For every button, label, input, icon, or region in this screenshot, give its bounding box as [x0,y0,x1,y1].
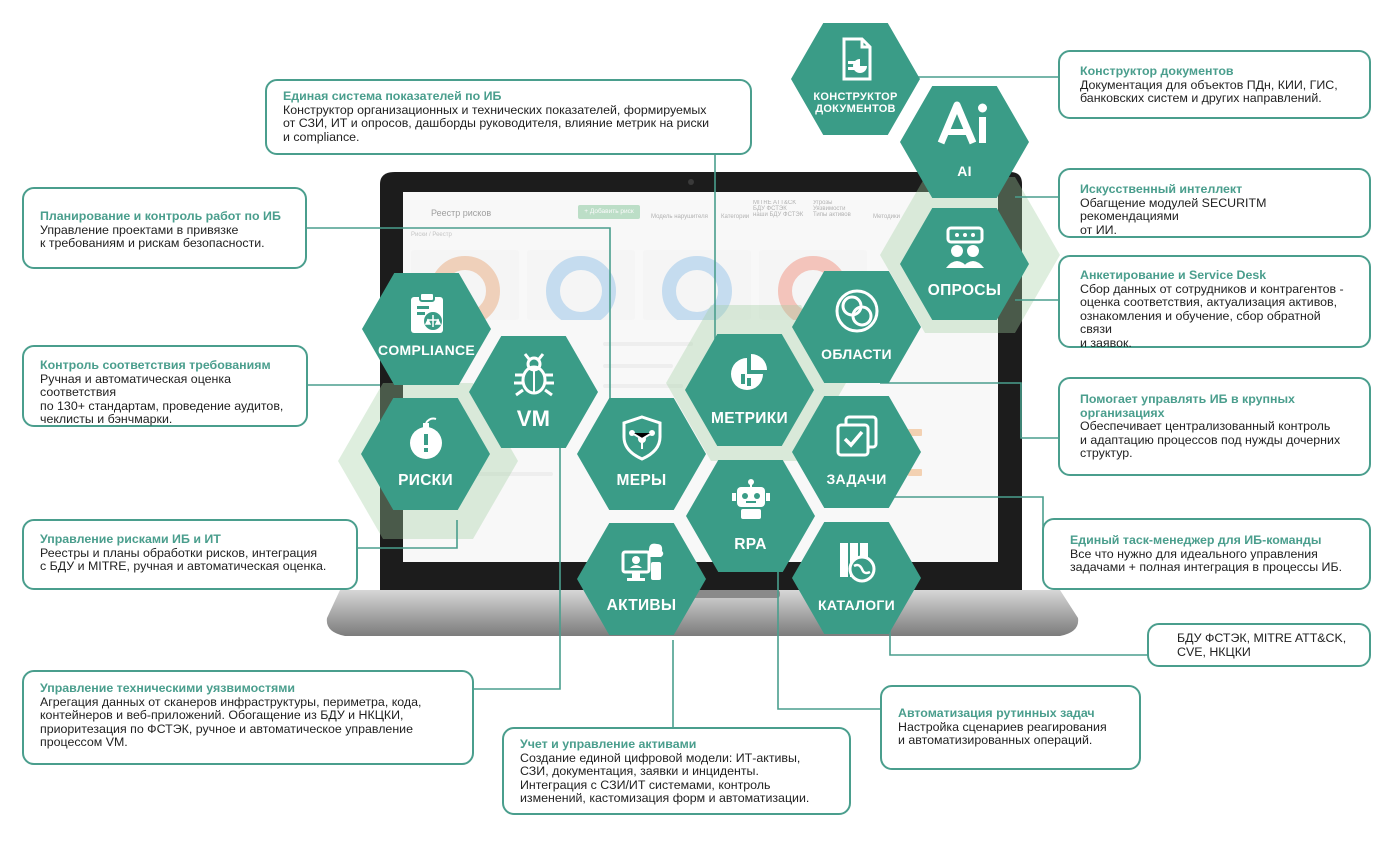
callout-title: Управление рисками ИБ и ИТ [40,532,221,546]
callout-title: Контроль соответствия требованиям [40,358,271,372]
add-risk-button[interactable]: + Добавить риск [578,205,640,219]
callout-title: Учет и управление активами [520,737,697,751]
callout-title: Единый таск-менеджер для ИБ-команды [1070,533,1322,547]
hex-label: КАТАЛОГИ [817,597,896,613]
callout-text: Сбор данных от сотрудников и контрагенто… [1080,281,1344,350]
callout-text: Документация для объектов ПДн, КИИ, ГИС,… [1080,77,1338,106]
screen-row [443,472,553,476]
screen-tab[interactable]: Угрозы Уязвимости Типы активов [813,200,851,218]
callout-docs: Конструктор документов Документация для … [1058,50,1371,119]
callout-title: Единая система показателей по ИБ [283,89,502,103]
screen-tab[interactable]: Категории [721,214,750,220]
callout-text: Конструктор организационных и технически… [283,102,709,144]
callout-text: Ручная и автоматическая оценка соответст… [40,371,284,427]
callout-task-manager: Единый таск-менеджер для ИБ-команды Все … [1042,518,1371,590]
callout-title: Анкетирование и Service Desk [1080,268,1267,282]
hex-label: МЕТРИКИ [711,410,788,427]
callout-assets-mgmt: Учет и управление активами Создание един… [502,727,851,815]
breadcrumb: Риски / Реестр [411,232,452,238]
callout-title: Искусственный интеллект [1080,182,1243,196]
screen-row [603,342,693,346]
clipboard-scales-icon [362,291,491,335]
chat-people-icon [900,226,1029,270]
hex-label: МЕРЫ [616,472,667,489]
ai-logo-icon [900,101,1029,146]
hex-label: AI [957,163,972,179]
hex-label: ОПРОСЫ [927,282,1002,299]
hex-label: КОНСТРУКТОР ДОКУМЕНТОВ [813,91,898,115]
screen-tag [908,469,922,476]
bug-icon [469,353,598,398]
document-chart-icon [791,37,920,81]
screen-tab[interactable]: MITRE ATT&CK БДУ ФСТЭК наши БДУ ФСТЭК [753,200,804,218]
hex-label: ЗАДАЧИ [826,471,887,487]
shield-network-icon [577,415,706,461]
callout-text: Настройка сценариев реагирования и автом… [898,719,1107,748]
screen-tab[interactable]: Модель нарушителя [651,214,708,220]
callout-text: Управление проектами в привязке к требов… [40,222,265,251]
callout-title: Помогает управлять ИБ в крупных организа… [1080,392,1295,420]
callout-metrics-system: Единая система показателей по ИБ Констру… [265,79,752,155]
callout-title: Автоматизация рутинных задач [898,706,1095,720]
checkbox-icon [792,414,921,458]
hex-label: RPA [734,536,767,553]
callout-text: Обагщение модулей SECURITM рекомендациям… [1080,195,1267,237]
bomb-icon [361,416,490,460]
callout-surveys-desk: Анкетирование и Service Desk Сбор данных… [1058,255,1371,350]
screen-row [603,384,683,388]
hex-label: АКТИВЫ [606,597,677,614]
callout-text: Обеспечивает централизованный контроль и… [1080,419,1341,461]
callout-title: Планирование и контроль работ по ИБ [40,209,281,223]
overlapping-circles-icon [792,289,921,333]
hex-catalogs[interactable]: КАТАЛОГИ [792,522,921,634]
callout-risk-mgmt: Управление рисками ИБ и ИТ Реестры и пла… [22,519,358,590]
screen-tab[interactable]: Методики [873,214,900,220]
screen-tag [908,429,922,436]
callout-large-orgs: Помогает управлять ИБ в крупных организа… [1058,377,1371,476]
callout-text: Создание единой цифровой модели: ИТ-акти… [520,750,810,806]
book-globe-icon [792,540,921,584]
screen-chart [527,250,635,320]
callout-title: Конструктор документов [1080,64,1234,78]
hex-label: COMPLIANCE [377,342,476,358]
screen-title: Реестр рисков [431,208,492,218]
hex-label: ОБЛАСТИ [821,346,892,362]
callout-title: Управление техническими уязвимостями [40,681,296,695]
callout-text: Агрегация данных от сканеров инфраструкт… [40,694,422,750]
callout-vuln-mgmt: Управление техническими уязвимостями Агр… [22,670,474,765]
screen-chart [643,250,751,320]
callout-text: Все что нужно для идеального управления … [1070,546,1343,575]
pie-bar-chart-icon [685,352,814,396]
callout-compliance-control: Контроль соответствия требованиям Ручная… [22,345,308,427]
screen-row [603,364,673,368]
callout-automation: Автоматизация рутинных задач Настройка с… [880,685,1141,770]
hex-label: РИСКИ [398,472,453,489]
callout-ai: Искусственный интеллект Обагщение модуле… [1058,168,1371,238]
hex-assets[interactable]: АКТИВЫ [577,523,706,635]
workstation-icon [577,541,706,585]
callout-text: Реестры и планы обработки рисков, интегр… [40,545,327,574]
callout-planning: Планирование и контроль работ по ИБ Упра… [22,187,307,269]
hex-label: VM [516,406,551,431]
callout-text: БДУ ФСТЭК, MITRE ATT&CK, CVE, НКЦКИ [1177,631,1347,659]
robot-icon [686,478,815,522]
callout-catalogs-list: БДУ ФСТЭК, MITRE ATT&CK, CVE, НКЦКИ [1147,623,1371,667]
